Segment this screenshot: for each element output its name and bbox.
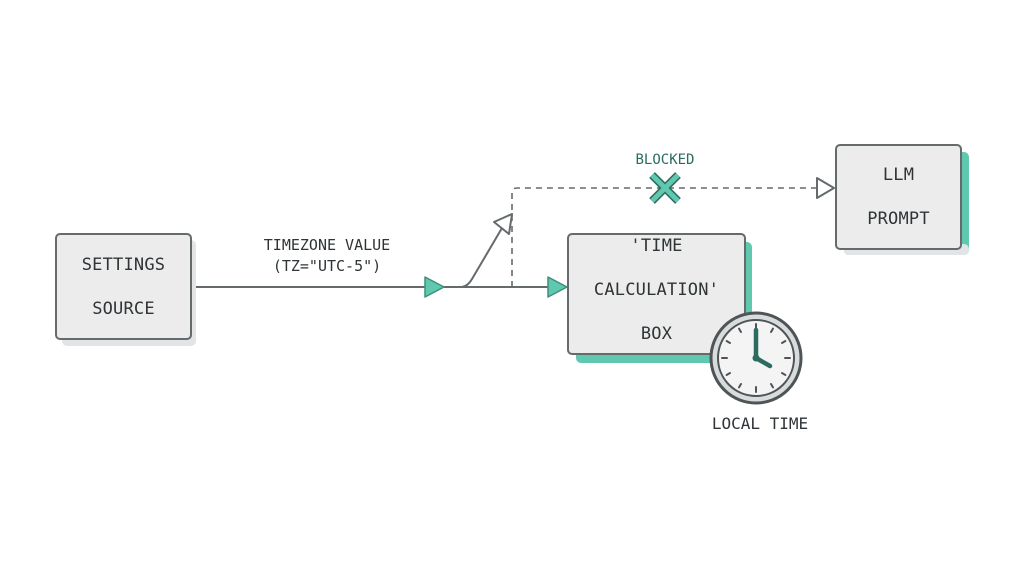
x-mark-icon xyxy=(649,172,681,204)
time-calc-line2: CALCULATION' xyxy=(593,280,720,300)
time-calc-text: 'TIME CALCULATION' BOX xyxy=(594,213,719,367)
branch-arrowhead-hollow xyxy=(493,213,513,235)
llm-prompt-text: LLM PROMPT xyxy=(867,142,930,252)
llm-arrowhead-hollow xyxy=(816,177,835,199)
blocked-edge-line xyxy=(511,187,822,287)
timezone-value-line1: TIMEZONE VALUE xyxy=(263,236,391,254)
time-calc-line1: 'TIME xyxy=(630,236,683,256)
llm-prompt-line1: LLM xyxy=(882,165,915,185)
blocked-label: BLOCKED xyxy=(635,152,695,168)
to-time-calc-arrowhead xyxy=(547,276,568,298)
time-calc-line3: BOX xyxy=(640,324,673,344)
clock-icon xyxy=(709,311,803,405)
llm-prompt-line2: PROMPT xyxy=(867,209,930,229)
settings-source-box: SETTINGS SOURCE xyxy=(55,233,192,340)
branch-edge-line xyxy=(461,227,503,288)
llm-prompt-box: LLM PROMPT xyxy=(835,144,962,250)
timezone-arrowhead xyxy=(424,276,445,298)
settings-source-line2: SOURCE xyxy=(92,298,155,319)
timezone-value-label: TIMEZONE VALUE (TZ="UTC-5") xyxy=(237,235,417,277)
settings-source-line1: SETTINGS xyxy=(81,254,166,275)
local-time-label: LOCAL TIME xyxy=(711,414,809,433)
settings-source-text: SETTINGS SOURCE xyxy=(82,232,165,342)
timezone-value-line2: (TZ="UTC-5") xyxy=(272,257,382,275)
